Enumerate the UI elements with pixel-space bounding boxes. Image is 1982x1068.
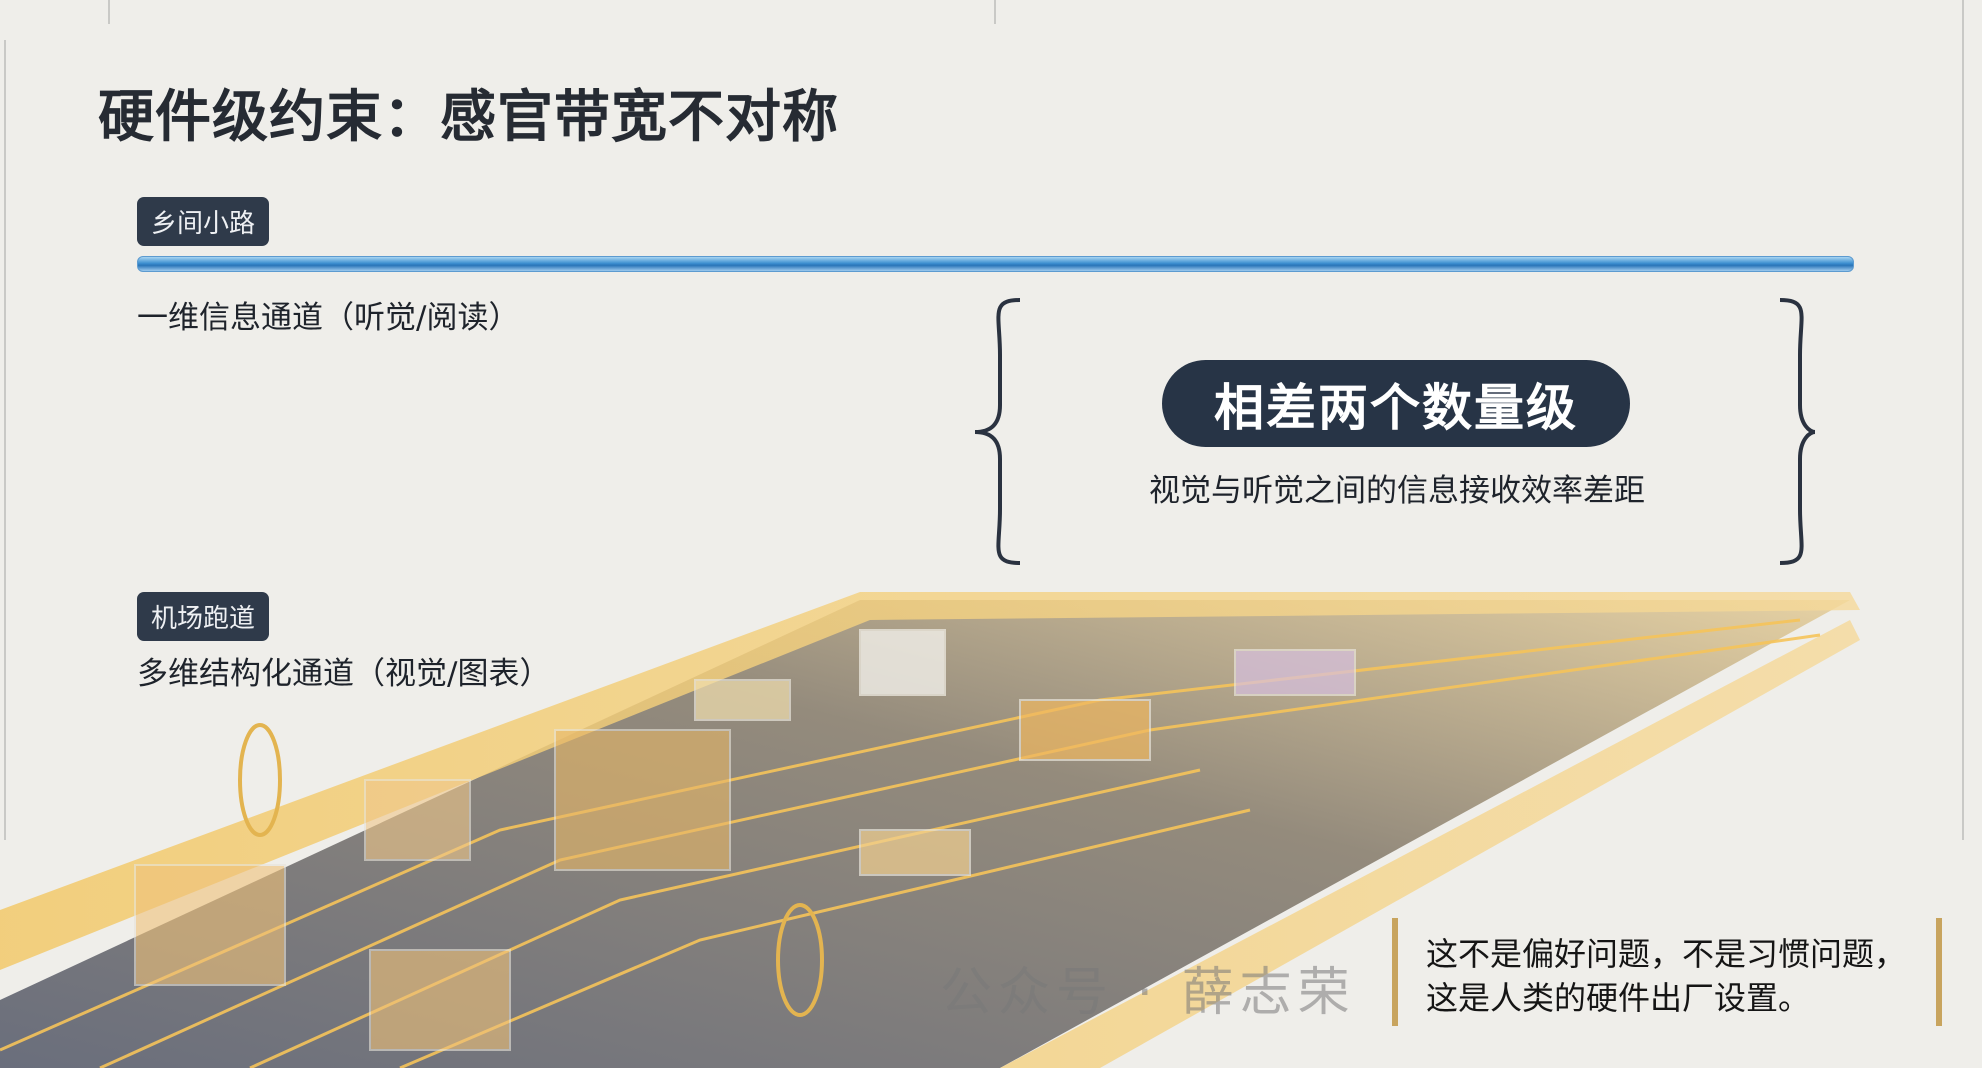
runway-tag: 机场跑道 [137, 592, 270, 641]
cube [364, 779, 471, 861]
tube-ring [238, 723, 282, 837]
right-brace-icon [1779, 298, 1816, 565]
cube [859, 829, 971, 876]
cube [134, 864, 286, 986]
quote-box: 这不是偏好问题，不是习惯问题， 这是人类的硬件出厂设置。 [1392, 918, 1942, 1026]
frame-mark [108, 0, 110, 24]
page-title: 硬件级约束：感官带宽不对称 [98, 85, 839, 150]
cube [554, 729, 731, 871]
country-road-description: 一维信息通道（听觉/阅读） [137, 300, 520, 336]
cube [369, 949, 511, 1051]
quote-line: 这不是偏好问题，不是习惯问题， [1426, 935, 1907, 973]
cube [694, 679, 791, 721]
left-brace-icon [974, 298, 1021, 565]
cube [1234, 649, 1356, 696]
chart-card [859, 629, 946, 696]
bracket-group [974, 298, 1816, 565]
data-cubes [134, 629, 1356, 1051]
comparison-subtitle: 视觉与听觉之间的信息接收效率差距 [1149, 473, 1645, 509]
one-dimensional-channel-bar [137, 256, 1854, 272]
runway-illustration [0, 592, 1860, 1068]
quote-line: 这是人类的硬件出厂设置。 [1426, 979, 1811, 1017]
cube [1019, 699, 1151, 761]
country-road-tag: 乡间小路 [137, 197, 270, 246]
frame-mark [4, 40, 6, 840]
tube-ring [776, 903, 824, 1017]
watermark: 公众号 · 薛志荣 [940, 963, 1356, 1023]
frame-mark [1962, 0, 1964, 840]
runway-description: 多维结构化通道（视觉/图表） [137, 656, 551, 692]
magnitude-badge: 相差两个数量级 [1162, 360, 1630, 447]
frame-mark [994, 0, 996, 24]
